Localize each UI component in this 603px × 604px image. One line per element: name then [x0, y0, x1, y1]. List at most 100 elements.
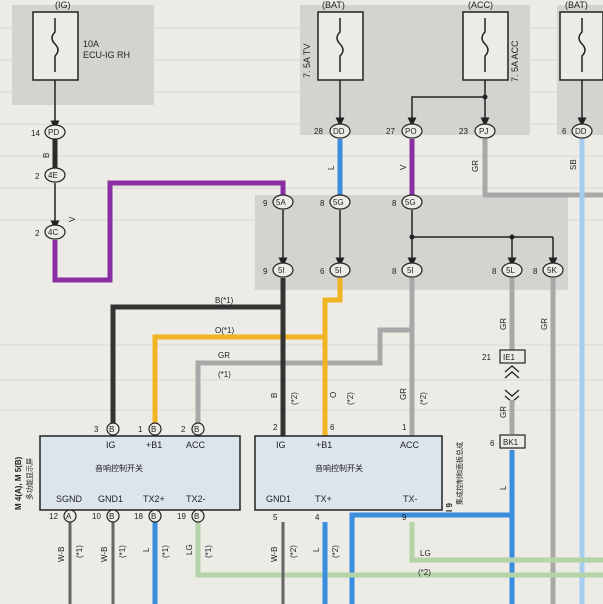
- wire-label-wb-10: W-B: [100, 547, 109, 562]
- wire-label-lg-19: LG: [185, 544, 194, 555]
- wire-label-l-28: L: [327, 165, 336, 170]
- svg-text:8: 8: [533, 267, 538, 276]
- svg-text:8: 8: [392, 267, 397, 276]
- wire-label-l-4-note: (*2): [331, 545, 340, 558]
- svg-text:B: B: [151, 512, 156, 521]
- svg-text:ECU-IG RH: ECU-IG RH: [83, 50, 130, 60]
- connector-85k: 8 5K: [533, 262, 564, 278]
- svg-text:5K: 5K: [547, 266, 557, 275]
- wire-label-star1-gr: (*1): [218, 370, 231, 379]
- wire-label-gr-ie1: GR: [499, 406, 508, 418]
- wire-label-gr-5k: GR: [540, 318, 549, 330]
- switch2-pin-gnd1: GND1: [266, 494, 291, 504]
- svg-text:8: 8: [392, 199, 397, 208]
- wire-acc-branch-to-po: [407, 96, 485, 127]
- svg-text:14: 14: [31, 129, 40, 138]
- wire-label-sb-6: SB: [569, 159, 578, 170]
- s2-top-num-0: 2: [273, 423, 278, 432]
- s1-top-pin-0: B: [106, 422, 120, 436]
- wire-label-v-27: V: [399, 164, 408, 170]
- wire-o1-orange: [152, 278, 343, 425]
- s1-top-pin-1: B: [148, 422, 162, 436]
- switch1-pin-ig: IG: [106, 440, 116, 450]
- svg-text:21: 21: [482, 353, 491, 362]
- switch1-pin-tx2m: TX2-: [186, 494, 206, 504]
- wire-label-lg-19-note: (*1): [204, 545, 213, 558]
- svg-text:(BAT): (BAT): [565, 0, 588, 10]
- wire-label-gr2-note: (*2): [419, 392, 428, 405]
- svg-text:5I: 5I: [407, 266, 414, 275]
- s2-bot-num-1: 4: [315, 513, 320, 522]
- s1-top-num-2: 2: [181, 425, 186, 434]
- wire-lg-9: [409, 522, 603, 563]
- svg-text:5A: 5A: [276, 198, 286, 207]
- switch1-name: 音响控制开关: [95, 463, 143, 473]
- wire-label-lg-9: LG: [420, 549, 431, 558]
- switch2-pin-txp: TX+: [315, 494, 332, 504]
- wire-label-b2-note: (*2): [290, 392, 299, 405]
- s1-top-pin-2: B: [191, 422, 205, 436]
- connector-85i: 8 5I: [392, 262, 423, 278]
- wire-label-lg-9-note: (*2): [418, 568, 431, 577]
- svg-text:5I: 5I: [278, 266, 285, 275]
- svg-text:PO: PO: [405, 127, 417, 136]
- svg-text:A: A: [66, 512, 72, 521]
- svg-text:IE1: IE1: [503, 353, 516, 362]
- svg-text:7. 5A ACC: 7. 5A ACC: [510, 40, 520, 82]
- svg-text:(IG): (IG): [55, 0, 71, 10]
- svg-text:6: 6: [562, 127, 567, 136]
- svg-text:B: B: [194, 512, 199, 521]
- wire-label-l-4: L: [312, 547, 321, 552]
- wire-label-wb-left-note: (*1): [75, 545, 84, 558]
- connector-85g-b: 8 5G: [392, 194, 423, 210]
- wire-label-o1: O(*1): [215, 326, 234, 335]
- wire-label-wb-10-note: (*1): [118, 545, 127, 558]
- wire-label-b2: B: [270, 393, 279, 398]
- s1-bot-num-1: 10: [92, 512, 101, 521]
- wire-label-v-left: V: [68, 216, 77, 222]
- svg-text:9: 9: [263, 267, 268, 276]
- fuse-bat2: (BAT): [559, 0, 603, 81]
- svg-text:2: 2: [35, 229, 40, 238]
- svg-text:DD: DD: [333, 127, 345, 136]
- svg-text:6: 6: [490, 439, 495, 448]
- wire-label-b-4e: B: [42, 153, 51, 158]
- switch1-pin-acc: ACC: [186, 440, 206, 450]
- switch1-id: M 4(A), M 5(B): [14, 456, 23, 510]
- s2-top-num-1: 6: [330, 423, 335, 432]
- s1-bot-pin-3: B: [191, 509, 205, 523]
- wire-label-o2-note: (*2): [346, 392, 355, 405]
- wire-label-gr-23: GR: [471, 160, 480, 172]
- switch2-pin-ig: IG: [276, 440, 286, 450]
- wire-v-4c-to-5a: [52, 180, 286, 283]
- svg-text:B: B: [109, 512, 114, 521]
- svg-text:23: 23: [459, 127, 468, 136]
- svg-text:28: 28: [314, 127, 323, 136]
- connector-23pj: 23 PJ: [459, 123, 496, 139]
- wire-label-wb-5: W-B: [270, 547, 279, 562]
- s1-bot-pin-1: B: [106, 509, 120, 523]
- s1-bot-pin-2: B: [148, 509, 162, 523]
- svg-text:B: B: [151, 425, 156, 434]
- connector-28dd: 28 DD: [314, 123, 351, 139]
- svg-text:5G: 5G: [405, 198, 416, 207]
- switch2-body: [254, 435, 443, 511]
- connector-break-symbol: [504, 365, 520, 403]
- wire-lg-tx2: [195, 522, 603, 578]
- s1-bot-pin-0: A: [63, 509, 77, 523]
- wire-label-l-bk1: L: [499, 485, 508, 490]
- svg-text:B: B: [109, 425, 114, 434]
- switch2-pin-b1: +B1: [316, 440, 332, 450]
- connector-95i: 9 5I: [263, 262, 294, 278]
- svg-text:5L: 5L: [506, 266, 515, 275]
- wire-gr-pj-right: [482, 139, 603, 198]
- svg-text:8: 8: [492, 267, 497, 276]
- s1-bot-num-0: 12: [49, 512, 58, 521]
- svg-text:(ACC): (ACC): [468, 0, 493, 10]
- svg-text:PJ: PJ: [479, 127, 488, 136]
